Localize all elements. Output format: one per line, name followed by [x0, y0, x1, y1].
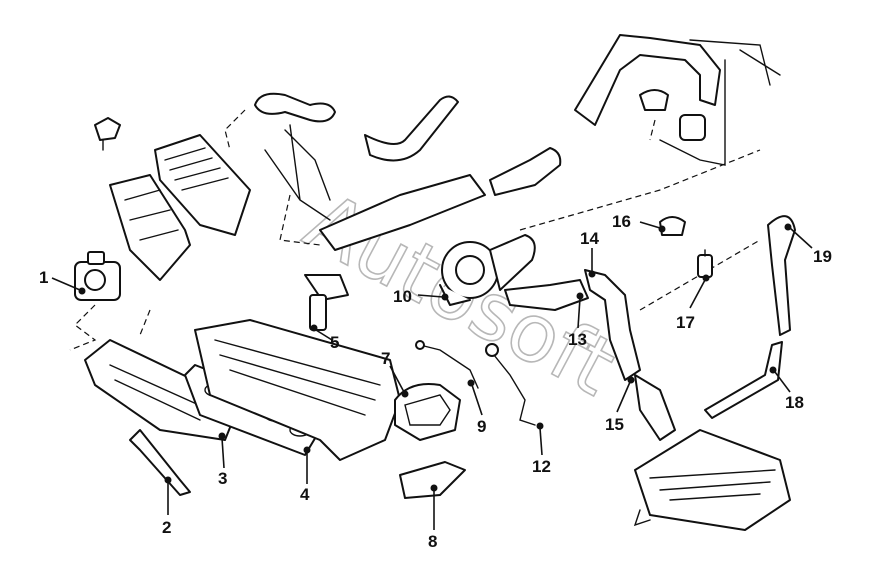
callout-14: 14 [580, 229, 599, 248]
turbocharger [439, 234, 536, 306]
oil-feed-pipe [415, 340, 479, 389]
oil-return-pipe [485, 343, 536, 426]
breather-hose-long [704, 341, 783, 419]
callout-numbers: 1 2 3 4 5 7 8 9 10 12 13 14 15 16 17 18 … [39, 212, 832, 551]
check-valve [697, 249, 713, 278]
vacuum-pipe-assembly [574, 34, 781, 166]
callout-7: 7 [381, 349, 390, 368]
callout-9: 9 [477, 417, 486, 436]
breather-hose-upper [767, 215, 796, 336]
callout-15: 15 [605, 415, 624, 434]
manifold-bracket [129, 429, 191, 496]
charge-air-hoses [504, 269, 676, 441]
hose-short-top [254, 92, 336, 123]
leader-lines [51, 221, 813, 530]
air-filter-box [633, 429, 791, 531]
callout-18: 18 [785, 393, 804, 412]
turbo-gasket [394, 383, 461, 441]
callout-12: 12 [532, 457, 551, 476]
hose-s [489, 147, 562, 196]
bracket-tubes [264, 124, 331, 221]
callout-19: 19 [813, 247, 832, 266]
ignition-coil [304, 274, 349, 331]
callout-1: 1 [39, 268, 48, 287]
cylinder-head [194, 319, 401, 461]
callout-10: 10 [393, 287, 412, 306]
callout-2: 2 [162, 518, 171, 537]
intake-pipe [319, 174, 486, 251]
resonator [154, 134, 251, 236]
callout-3: 3 [218, 469, 227, 488]
callout-13: 13 [568, 330, 587, 349]
air-duct-housing [109, 174, 191, 281]
hose-curved [364, 95, 459, 162]
callout-8: 8 [428, 532, 437, 551]
exhaust-bracket [399, 461, 466, 499]
callout-16: 16 [612, 212, 631, 231]
callout-17: 17 [676, 313, 695, 332]
exhaust-manifold [84, 339, 236, 441]
sensor-small [94, 117, 121, 151]
callout-4: 4 [300, 485, 310, 504]
callout-5: 5 [330, 333, 339, 352]
thermostat-cap [659, 216, 686, 236]
assembly-guide-lines [69, 109, 761, 351]
throttle-body [74, 251, 121, 301]
